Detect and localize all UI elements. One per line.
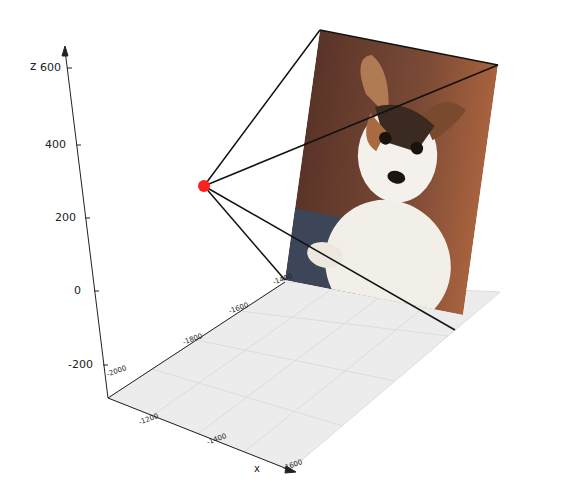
axis-tick-label: 200 [55,212,76,223]
camera-rays [204,30,498,330]
axis-tick-label: z [30,60,36,72]
axis-tick-label: -2000 [106,365,128,379]
axis-tick-label: 400 [45,139,66,150]
floor-grid [152,284,448,452]
axis-tick-label: 0 [74,285,81,296]
axis-tick-label: x [254,464,260,474]
camera-center [198,180,210,192]
axis-tick-label: -1200 [138,413,160,427]
axis-tick-label: 600 [40,62,61,73]
dog-photo [281,30,498,342]
axis-tick-label: -200 [68,359,93,370]
